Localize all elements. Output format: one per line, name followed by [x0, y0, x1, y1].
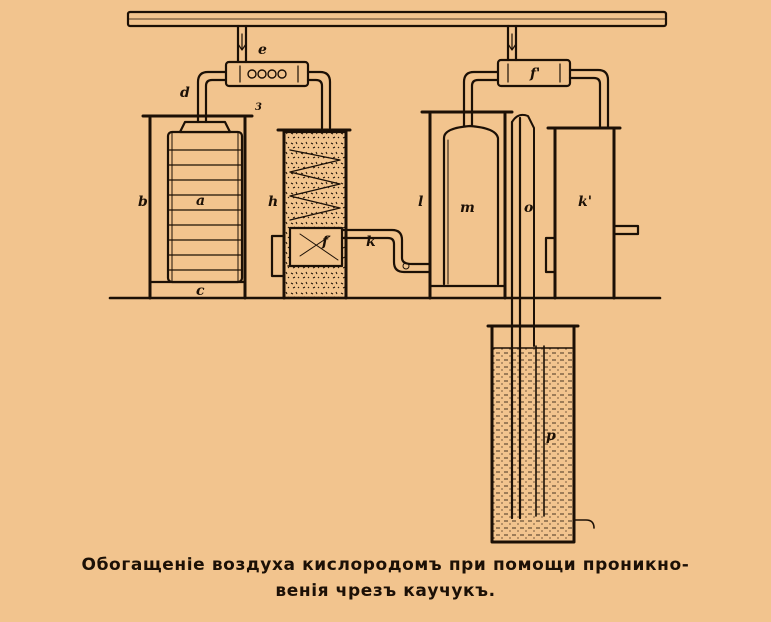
label-k-prime: k'	[578, 194, 592, 210]
vessel-k-prime	[544, 126, 640, 300]
pipe-d	[196, 70, 228, 124]
figure-caption: Обогащеніе воздуха кислородомъ при помощ…	[0, 552, 771, 604]
label-c: c	[196, 283, 205, 299]
vessel-l	[420, 110, 514, 300]
label-l: l	[418, 194, 423, 210]
absorber-h	[270, 128, 352, 300]
label-b: b	[138, 194, 148, 210]
label-m: m	[460, 200, 475, 216]
caption-line-1: Обогащеніе воздуха кислородомъ при помощ…	[81, 555, 690, 575]
label-a: a	[196, 193, 205, 209]
apparatus-diagram: b a c d e 3 h f k l m o k' f' p	[108, 10, 668, 544]
water-jar-p	[486, 324, 595, 544]
vessel-b	[141, 114, 254, 300]
label-3: 3	[255, 102, 262, 113]
label-p: p	[546, 428, 556, 444]
caption-line-2: венія чрезъ каучукъ.	[275, 581, 496, 601]
label-f: f	[321, 234, 331, 250]
label-h: h	[268, 194, 278, 210]
label-e: e	[258, 42, 267, 58]
label-f-prime: f'	[529, 66, 540, 82]
label-d: d	[180, 85, 190, 101]
pipes-f-prime	[462, 24, 610, 130]
top-supply-pipe	[126, 10, 668, 28]
rubber-tube-e	[224, 24, 332, 130]
label-o: o	[524, 200, 533, 216]
label-k: k	[366, 234, 376, 250]
pipe-k	[340, 228, 432, 274]
